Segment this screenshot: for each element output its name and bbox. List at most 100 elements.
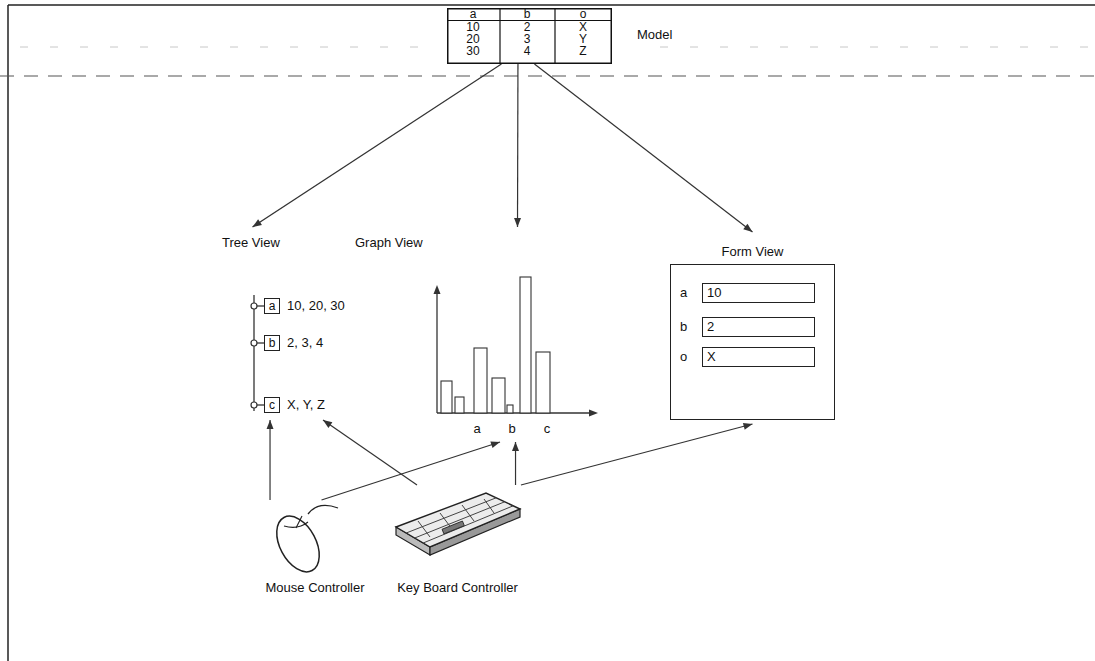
arrow-head [253,219,262,227]
table-header: b [524,8,531,21]
tree-joint [251,303,257,309]
view-title: Tree View [222,235,280,250]
connector-arrow [267,420,274,500]
table-header: a [470,8,477,21]
field-label: a [680,283,687,303]
axis-label: b [508,422,515,436]
arrow-head [512,442,519,451]
key-row [423,506,513,543]
y-axis [436,293,437,413]
arrow-head [267,420,274,429]
field-input: 10 [702,283,815,303]
bar-chart [350,227,600,442]
chart-bar [492,378,505,413]
tree-node-letter: a [265,299,279,313]
connector-line [322,442,501,500]
form-field: oX [677,347,827,367]
frame-top [8,4,1095,6]
connector-line [521,424,753,485]
table-rule [554,8,555,64]
mouse-cord [308,506,338,514]
mouse-button [296,516,302,528]
tree-node-letter: b [265,336,279,350]
table-cell: Z [579,45,586,58]
keyboard-top [396,493,520,547]
layer-divider [0,75,1095,76]
arrow-head [490,441,500,448]
key-column [484,499,494,513]
connector-arrow [322,441,501,500]
axis-label: c [544,422,551,436]
model-label: Model [637,27,672,42]
axis-label: a [473,422,480,436]
tree-value: 10, 20, 30 [287,299,345,313]
arrow-head [323,420,332,428]
tree-node-box: c [264,397,280,413]
controller-label: Key Board Controller [397,580,518,595]
form-view: Form Viewa10b2oX [665,232,840,424]
controller-label: Mouse Controller [266,580,365,595]
connector-arrow [534,64,752,232]
key-block [442,521,464,534]
table-rule [499,8,500,64]
tree-node-box: b [264,335,280,351]
chart-bar [455,397,464,413]
view-title: Graph View [355,235,423,250]
table-cell: 30 [466,45,479,58]
tree-node-letter: c [265,398,279,412]
faint-rule [660,47,1090,48]
tree-trunk [253,295,254,411]
connector-line [269,420,270,500]
mouse-body [268,509,328,579]
mouse-controller: Mouse Controller [250,500,380,598]
tree-joint [251,402,257,408]
form-field: b2 [677,317,827,337]
tree-joint [251,340,257,346]
axis-arrow [434,285,441,294]
field-input: 2 [702,317,815,337]
tree-value: X, Y, Z [287,398,325,412]
key-row [415,502,505,538]
tree-node-box: a [264,298,280,314]
table-border [448,9,612,64]
connector-line [253,64,502,227]
faint-rule [20,47,440,48]
axis-arrow [589,410,598,417]
tree-value: 2, 3, 4 [287,336,323,350]
connector-arrow [323,420,417,485]
connector-arrow [253,64,502,227]
chart-bar [507,405,513,413]
chart-bar [441,381,452,413]
arrow-head [514,218,521,227]
connector-arrow [514,64,521,227]
form-field: a 10 [677,283,827,303]
chart-bar [474,348,487,413]
field-input: X [702,347,815,367]
connector-line [534,64,752,232]
table-cell: 4 [524,45,531,58]
connector-arrow [521,423,753,485]
tree-lines [215,227,365,420]
view-title: Form View [722,244,784,259]
field-label: o [680,347,687,367]
chart-bar [536,352,550,413]
connector-arrow [512,442,519,485]
tree-view: Tree View a b c [215,227,365,420]
connector-line [323,420,417,485]
chart-bar [520,277,531,413]
table-header: o [580,8,587,21]
mouse-button [284,522,308,527]
keyboard-controller: Key Board Controller [390,485,525,598]
graph-view: Graph View [350,227,600,442]
connector-line [517,64,519,227]
arrow-head [743,224,752,232]
key-row [406,498,496,533]
field-label: b [680,317,687,337]
frame-left [7,5,9,661]
arrow-head [743,423,753,430]
key-column [462,505,474,521]
key-column [418,521,430,537]
